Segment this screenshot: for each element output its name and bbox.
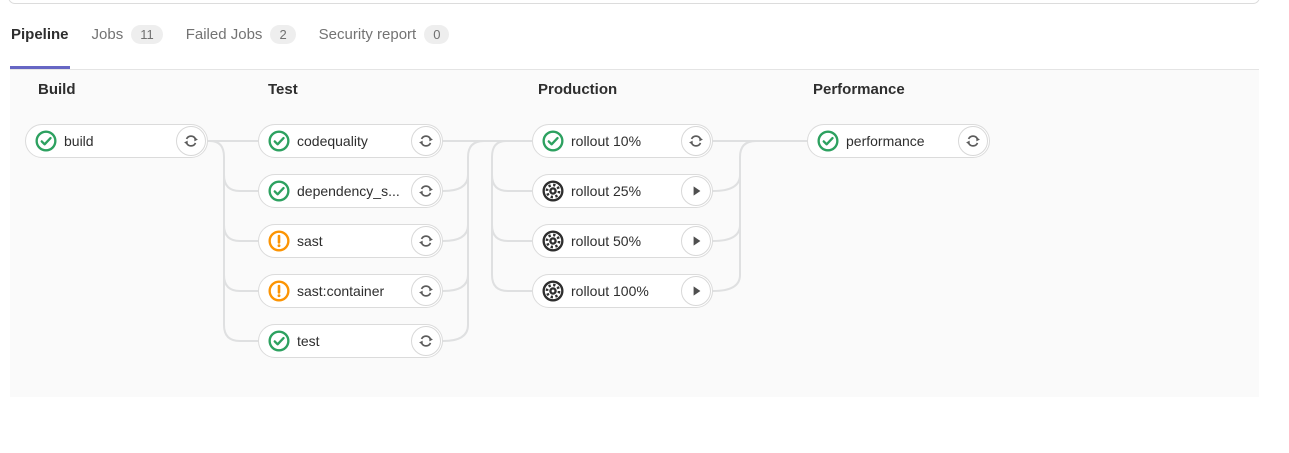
- play-icon: [689, 284, 703, 298]
- retry-button[interactable]: [958, 126, 988, 156]
- job-dependency-s[interactable]: dependency_s...: [258, 174, 443, 208]
- play-button[interactable]: [681, 226, 711, 256]
- retry-icon: [965, 133, 981, 149]
- retry-icon: [688, 133, 704, 149]
- manual-gear-icon: [542, 280, 564, 302]
- retry-button[interactable]: [411, 226, 441, 256]
- tab-label: Failed Jobs: [185, 26, 263, 43]
- play-button[interactable]: [681, 276, 711, 306]
- manual-gear-icon: [542, 180, 564, 202]
- stage-header-test: Test: [268, 81, 298, 98]
- tab-count-badge: 11: [131, 25, 163, 44]
- job-label: sast: [297, 233, 323, 249]
- job-rollout-25[interactable]: rollout 25%: [532, 174, 713, 208]
- play-icon: [689, 184, 703, 198]
- connector-lines: [208, 140, 807, 342]
- job-label: rollout 100%: [571, 283, 649, 299]
- check-circle-icon: [268, 330, 290, 352]
- play-icon: [689, 234, 703, 248]
- tab-failed-jobs[interactable]: Failed Jobs 2: [185, 0, 297, 69]
- check-circle-icon: [35, 130, 57, 152]
- check-circle-icon: [268, 130, 290, 152]
- check-circle-icon: [542, 130, 564, 152]
- retry-button[interactable]: [411, 176, 441, 206]
- job-label: dependency_s...: [297, 183, 400, 199]
- warning-circle-icon: [268, 280, 290, 302]
- retry-icon: [183, 133, 199, 149]
- retry-icon: [418, 333, 434, 349]
- job-label: codequality: [297, 133, 368, 149]
- retry-button[interactable]: [176, 126, 206, 156]
- tab-label: Jobs: [91, 26, 124, 43]
- retry-button[interactable]: [411, 276, 441, 306]
- job-rollout-50[interactable]: rollout 50%: [532, 224, 713, 258]
- job-label: build: [64, 133, 94, 149]
- job-rollout-100[interactable]: rollout 100%: [532, 274, 713, 308]
- stage-header-production: Production: [538, 81, 618, 98]
- tab-pipeline[interactable]: Pipeline: [10, 0, 70, 69]
- job-codequality[interactable]: codequality: [258, 124, 443, 158]
- check-circle-icon: [268, 180, 290, 202]
- tab-label: Security report: [318, 26, 417, 43]
- job-rollout-10[interactable]: rollout 10%: [532, 124, 713, 158]
- tab-count-badge: 2: [270, 25, 296, 44]
- tab-count-badge: 0: [424, 25, 450, 44]
- job-sast-container[interactable]: sast:container: [258, 274, 443, 308]
- job-label: rollout 50%: [571, 233, 642, 249]
- tab-security-report[interactable]: Security report 0: [318, 0, 451, 69]
- stage-header-build: Build: [38, 81, 76, 98]
- retry-icon: [418, 233, 434, 249]
- retry-button[interactable]: [411, 126, 441, 156]
- job-label: performance: [846, 133, 925, 149]
- check-circle-icon: [817, 130, 839, 152]
- job-label: rollout 10%: [571, 133, 642, 149]
- warning-circle-icon: [268, 230, 290, 252]
- job-label: rollout 25%: [571, 183, 642, 199]
- job-build[interactable]: build: [25, 124, 208, 158]
- job-test[interactable]: test: [258, 324, 443, 358]
- retry-icon: [418, 283, 434, 299]
- retry-button[interactable]: [411, 326, 441, 356]
- job-performance[interactable]: performance: [807, 124, 990, 158]
- tab-jobs[interactable]: Jobs 11: [91, 0, 164, 69]
- pipeline-page: Pipeline Jobs 11 Failed Jobs 2 Security repor…: [10, 0, 1259, 397]
- retry-icon: [418, 183, 434, 199]
- manual-gear-icon: [542, 230, 564, 252]
- tab-label: Pipeline: [11, 26, 69, 43]
- stage-header-performance: Performance: [813, 81, 905, 98]
- retry-icon: [418, 133, 434, 149]
- play-button[interactable]: [681, 176, 711, 206]
- job-sast[interactable]: sast: [258, 224, 443, 258]
- retry-button[interactable]: [681, 126, 711, 156]
- pipeline-tabs: Pipeline Jobs 11 Failed Jobs 2 Security repor…: [10, 0, 1259, 70]
- job-label: test: [297, 333, 320, 349]
- job-label: sast:container: [297, 283, 385, 299]
- pipeline-graph: Build build Test codequality dependency_s...…: [10, 70, 1259, 397]
